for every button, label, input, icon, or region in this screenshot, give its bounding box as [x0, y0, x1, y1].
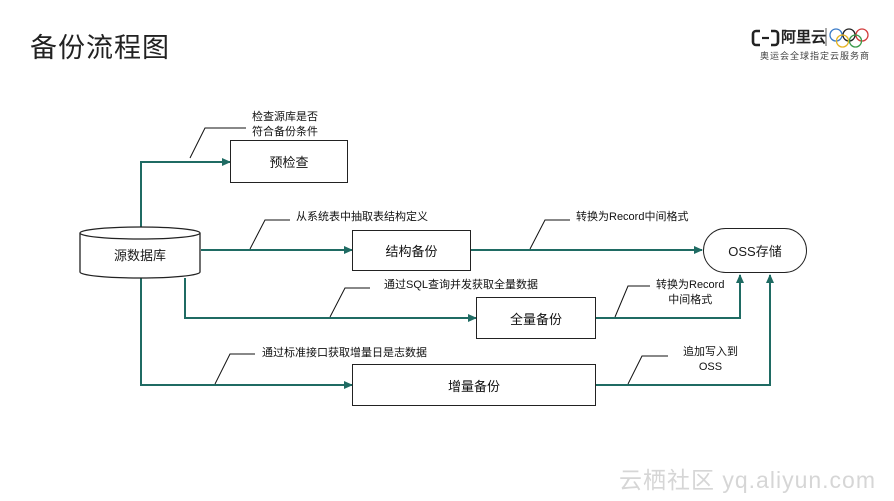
aliyun-logo-icon [751, 29, 780, 47]
note-incremental-to-oss-line2: OSS [698, 361, 723, 373]
oss-storage-node: OSS存储 [703, 228, 807, 273]
note-full-to-oss-line1: 转换为Record [656, 279, 725, 291]
note-incremental-to-oss: 追加写入到 OSS [683, 345, 738, 375]
database-cylinder-icon [79, 226, 201, 279]
logo-tagline: 奥运会全球指定云服务商 [760, 51, 871, 61]
arrow-full-to-oss [596, 274, 744, 319]
note-precheck: 检查源库是否 符合备份条件 [252, 110, 318, 140]
note-schema: 从系统表中抽取表结构定义 [296, 211, 428, 223]
note-full-to-oss-line2: 中间格式 [668, 294, 713, 306]
callout-schema-to-oss [529, 219, 570, 250]
callout-incremental-to-oss [627, 355, 668, 385]
arrow-to-full-backup [184, 278, 477, 322]
note-schema-to-oss: 转换为Record中间格式 [576, 211, 689, 223]
callout-schema [249, 219, 290, 250]
callout-precheck [189, 127, 246, 159]
schema-backup-node: 结构备份 [352, 230, 471, 271]
note-full-to-oss: 转换为Record 中间格式 [656, 278, 724, 308]
source-database-label: 源数据库 [113, 248, 166, 263]
note-incremental: 通过标准接口获取增量日是志数据 [262, 347, 427, 359]
note-precheck-line2: 符合备份条件 [252, 126, 318, 138]
callout-incremental [214, 353, 255, 385]
note-precheck-line1: 检查源库是否 [252, 111, 318, 123]
callout-full-to-oss [614, 285, 650, 318]
watermark-text: 云栖社区 yq.aliyun.com [618, 467, 876, 493]
logo-brand: 阿里云 [781, 29, 827, 46]
arrow-incremental-to-oss [596, 274, 774, 386]
incremental-backup-node: 增量备份 [352, 364, 596, 406]
callout-full [329, 287, 370, 318]
note-incremental-to-oss-line1: 追加写入到 [683, 346, 738, 358]
olympic-rings-icon [829, 28, 869, 48]
arrow-to-incremental-backup [140, 278, 353, 389]
precheck-node: 预检查 [230, 140, 348, 183]
note-full: 通过SQL查询并发获取全量数据 [384, 279, 539, 291]
page-title: 备份流程图 [30, 33, 170, 63]
full-backup-node: 全量备份 [476, 297, 596, 339]
arrow-to-precheck [140, 158, 231, 228]
